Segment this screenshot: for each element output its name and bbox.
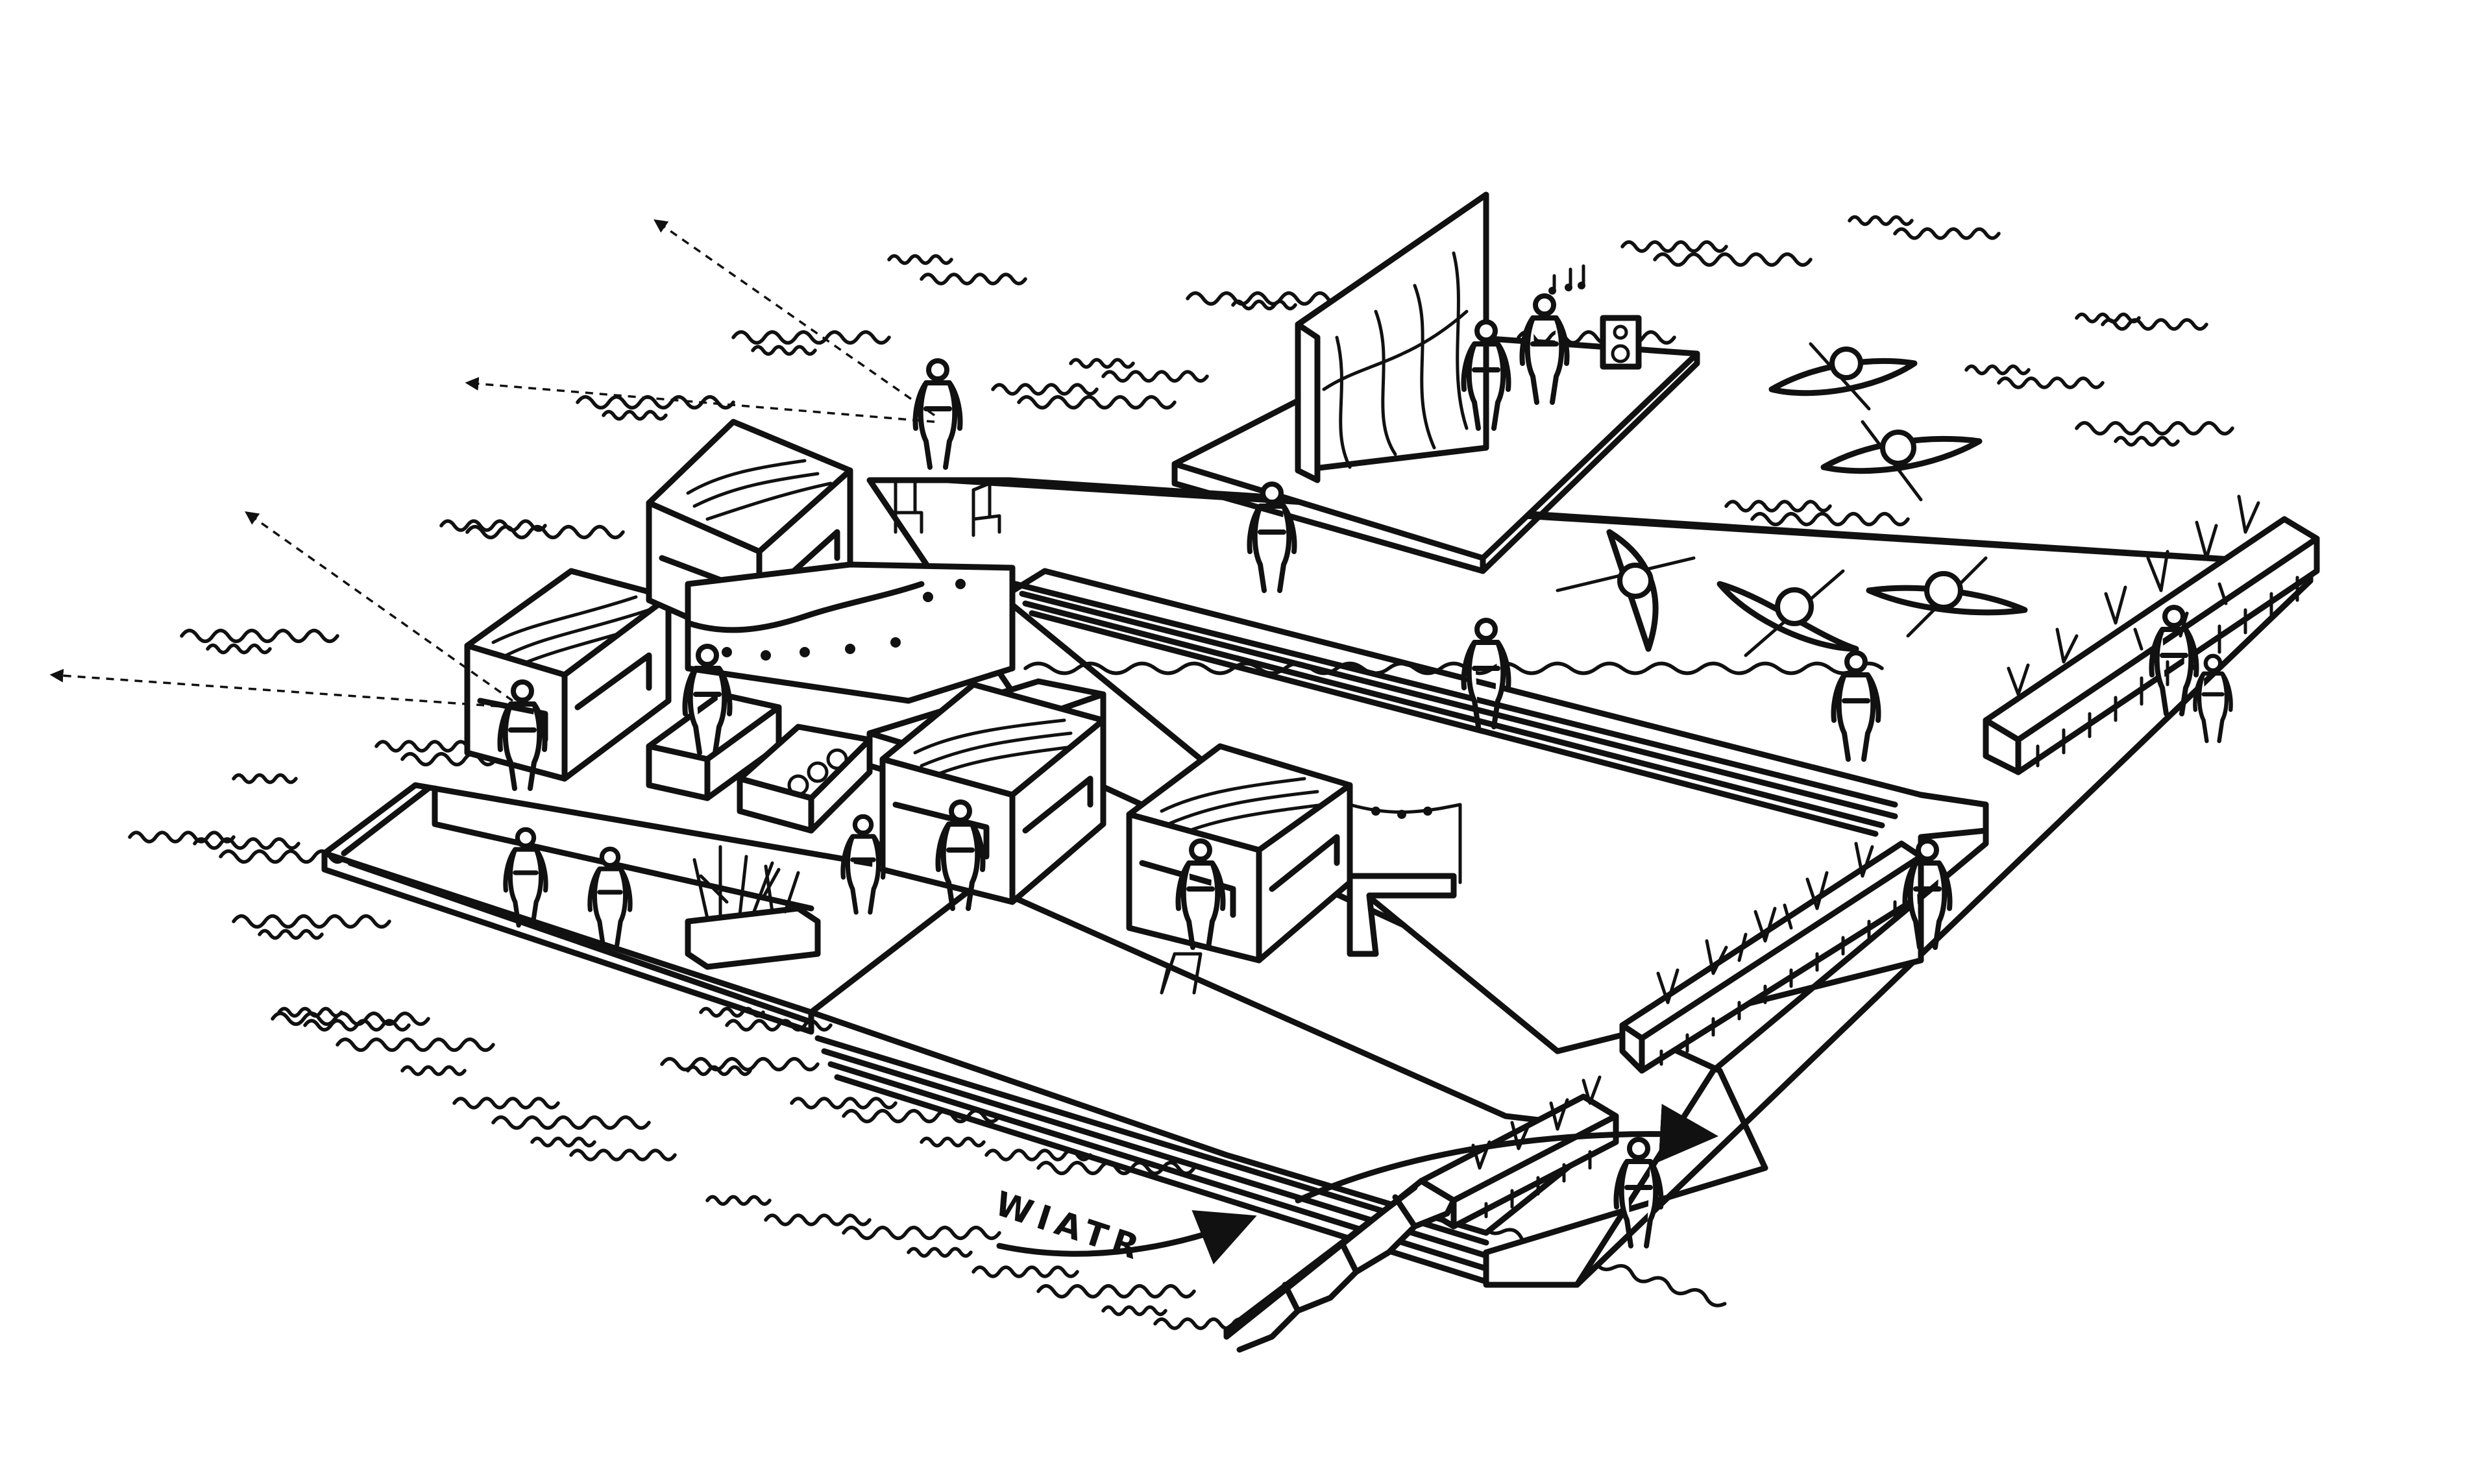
kayak-4 [1716, 569, 1859, 657]
person-figure [1902, 838, 1953, 950]
kayaks [1556, 342, 2028, 657]
person-figure [1461, 319, 1511, 431]
person-figure [1831, 650, 1881, 762]
pool [999, 568, 1989, 1074]
kayak-3 [1556, 529, 1696, 652]
person-figure [1175, 838, 1226, 950]
people [497, 293, 2233, 1248]
person-figure [840, 814, 886, 915]
kayak-5 [1866, 556, 2028, 638]
music-notes-icon [1552, 264, 1585, 291]
front-planter [685, 845, 821, 970]
person-figure [503, 827, 548, 928]
pavilion-left [464, 568, 672, 782]
person-figure [1247, 481, 1297, 593]
pavilion-top [646, 419, 1016, 704]
chairs [894, 478, 1203, 995]
person-figure [935, 799, 986, 911]
person-figure [497, 679, 548, 791]
person-figure [587, 846, 633, 947]
kayak-2 [1820, 420, 1983, 502]
view-lines [49, 219, 936, 709]
person-figure [912, 358, 963, 470]
person-figure [1613, 1137, 1664, 1248]
person-figure [2149, 605, 2199, 716]
kayak-1 [1768, 342, 1918, 411]
person-figure [682, 644, 733, 755]
stage-platform [1171, 191, 1700, 574]
person-figure [1461, 618, 1511, 729]
stairs [1223, 1178, 1457, 1353]
person-figure [2193, 653, 2233, 744]
person-figure [1519, 293, 1570, 405]
